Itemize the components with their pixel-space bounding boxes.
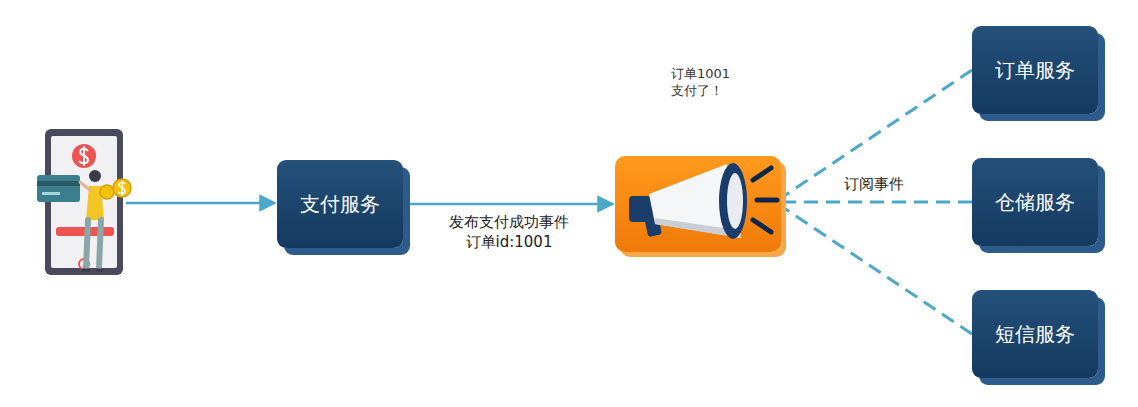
subscribe-line: [775, 70, 972, 202]
request-wire: [126, 202, 275, 205]
event-note: 订单1001 支付了！: [671, 65, 741, 100]
dollar-sign: [79, 146, 88, 166]
subscribe-line: [775, 201, 972, 204]
card-line: [42, 192, 60, 195]
publish-arrow: [403, 203, 613, 206]
coin: [113, 179, 131, 197]
subscribe-line: [775, 202, 972, 334]
card-stripe: [37, 181, 80, 186]
woman-shoes: [82, 269, 104, 272]
service-name: 短信服务: [995, 321, 1075, 348]
dollar-circle: [72, 144, 96, 168]
credit-card: [37, 175, 80, 202]
woman-legs: [86, 220, 101, 268]
service-box: 订单服务: [972, 26, 1098, 114]
broadcast-box: 订单1001 支付了！: [615, 156, 781, 252]
edge-label: 订阅事件: [841, 174, 907, 194]
megaphone-icon: [615, 156, 781, 252]
service-name: 仓储服务: [995, 189, 1075, 216]
woman-arm: [80, 182, 90, 190]
service-name: 支付服务: [300, 191, 380, 218]
woman-head: [89, 170, 101, 182]
service-box: 支付服务: [277, 160, 403, 248]
edge-label: 发布支付成功事件 订单id:1001: [442, 212, 576, 253]
coin: [100, 185, 114, 199]
coin-dollar: [118, 181, 125, 196]
service-box: 仓储服务: [972, 158, 1098, 246]
service-name: 订单服务: [995, 57, 1075, 84]
service-box: 短信服务: [972, 290, 1098, 378]
